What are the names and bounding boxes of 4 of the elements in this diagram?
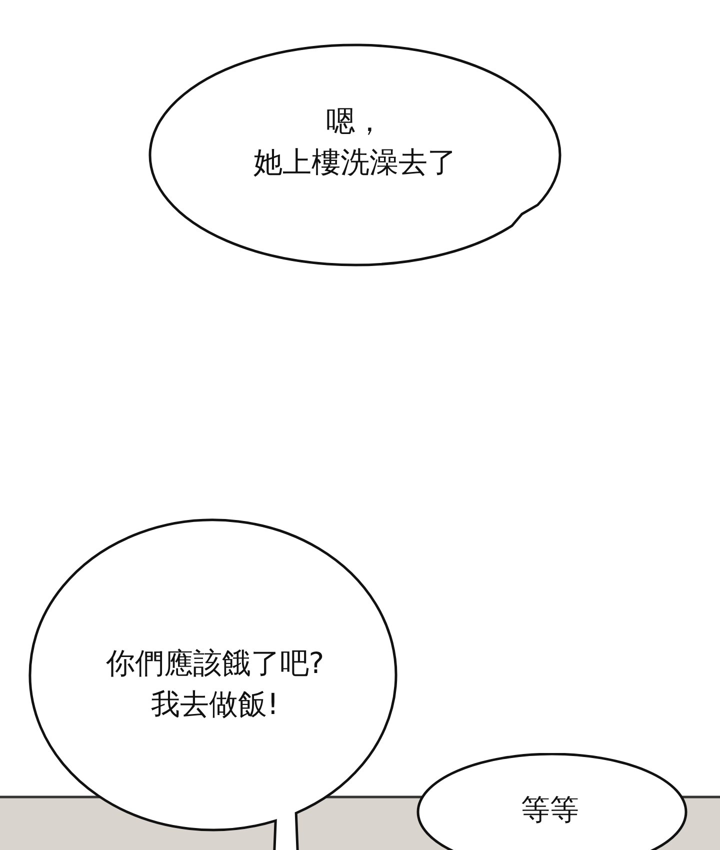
speech-bubble (416, 753, 688, 850)
speech-text: 你們應該餓了吧?我去做飯! (106, 645, 324, 723)
speech-text: 等等 (521, 792, 579, 828)
speech-text: 嗯，她上樓洗澡去了 (254, 103, 456, 181)
